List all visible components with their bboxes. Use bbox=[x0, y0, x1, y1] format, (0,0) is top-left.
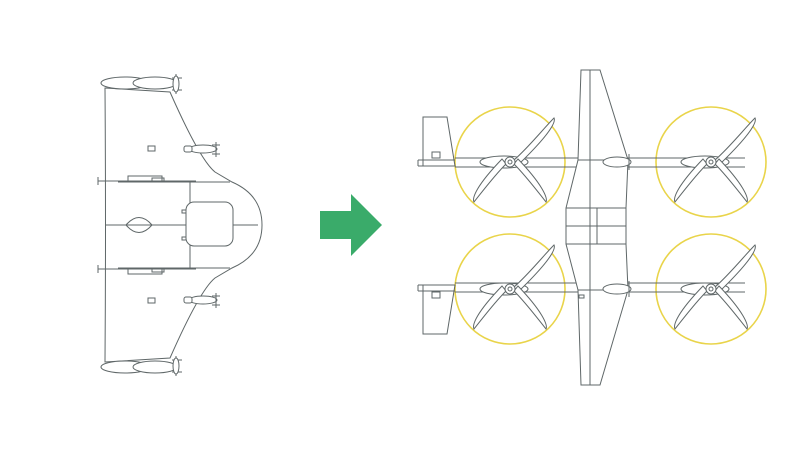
rotor-rings bbox=[454, 106, 767, 345]
rotor-ring bbox=[655, 233, 767, 345]
boom-bottom bbox=[97, 265, 196, 275]
rotor-assembly bbox=[473, 117, 555, 203]
rotor-hub-cap bbox=[708, 159, 714, 165]
propeller-blade bbox=[714, 244, 756, 293]
propeller-blade bbox=[714, 158, 748, 203]
propeller-blade bbox=[473, 285, 507, 330]
wing-nacelle-top bbox=[147, 142, 220, 157]
propeller-blade bbox=[674, 158, 708, 203]
boom-nacelle bbox=[602, 281, 632, 297]
sensor-marks bbox=[181, 209, 187, 241]
rotor-hub-cap bbox=[507, 286, 513, 292]
quad-rotor-aircraft bbox=[417, 69, 767, 386]
flying-wing-aircraft bbox=[97, 74, 263, 376]
wing-nacelle-bottom bbox=[147, 293, 220, 308]
wingtip-motor-top bbox=[100, 74, 182, 94]
rotor-assembly bbox=[473, 244, 555, 330]
right-arrow-icon bbox=[320, 194, 382, 256]
tail-fin-top bbox=[418, 116, 456, 167]
rotor-ring bbox=[655, 106, 767, 218]
rotor-assembly bbox=[674, 244, 756, 330]
propeller-blade bbox=[513, 244, 555, 293]
boom-top bbox=[97, 175, 196, 185]
propeller-blade bbox=[674, 285, 708, 330]
propeller-blade bbox=[513, 117, 555, 166]
tail-fin-bottom bbox=[418, 284, 456, 335]
rotor-hub-cap bbox=[507, 159, 513, 165]
propeller-blade bbox=[513, 158, 547, 203]
propeller-blade bbox=[714, 285, 748, 330]
propeller-blade bbox=[714, 117, 756, 166]
boom-nacelle bbox=[602, 154, 632, 170]
payload-bay bbox=[185, 201, 234, 247]
rotor-assembly bbox=[674, 117, 756, 203]
propeller-blade bbox=[513, 285, 547, 330]
rotor-ring bbox=[454, 233, 566, 345]
rotor-hub-cap bbox=[708, 286, 714, 292]
rotor-ring bbox=[454, 106, 566, 218]
rotor-group bbox=[473, 117, 756, 330]
propeller-blade bbox=[473, 158, 507, 203]
wingtip-motor-bottom bbox=[100, 356, 182, 376]
